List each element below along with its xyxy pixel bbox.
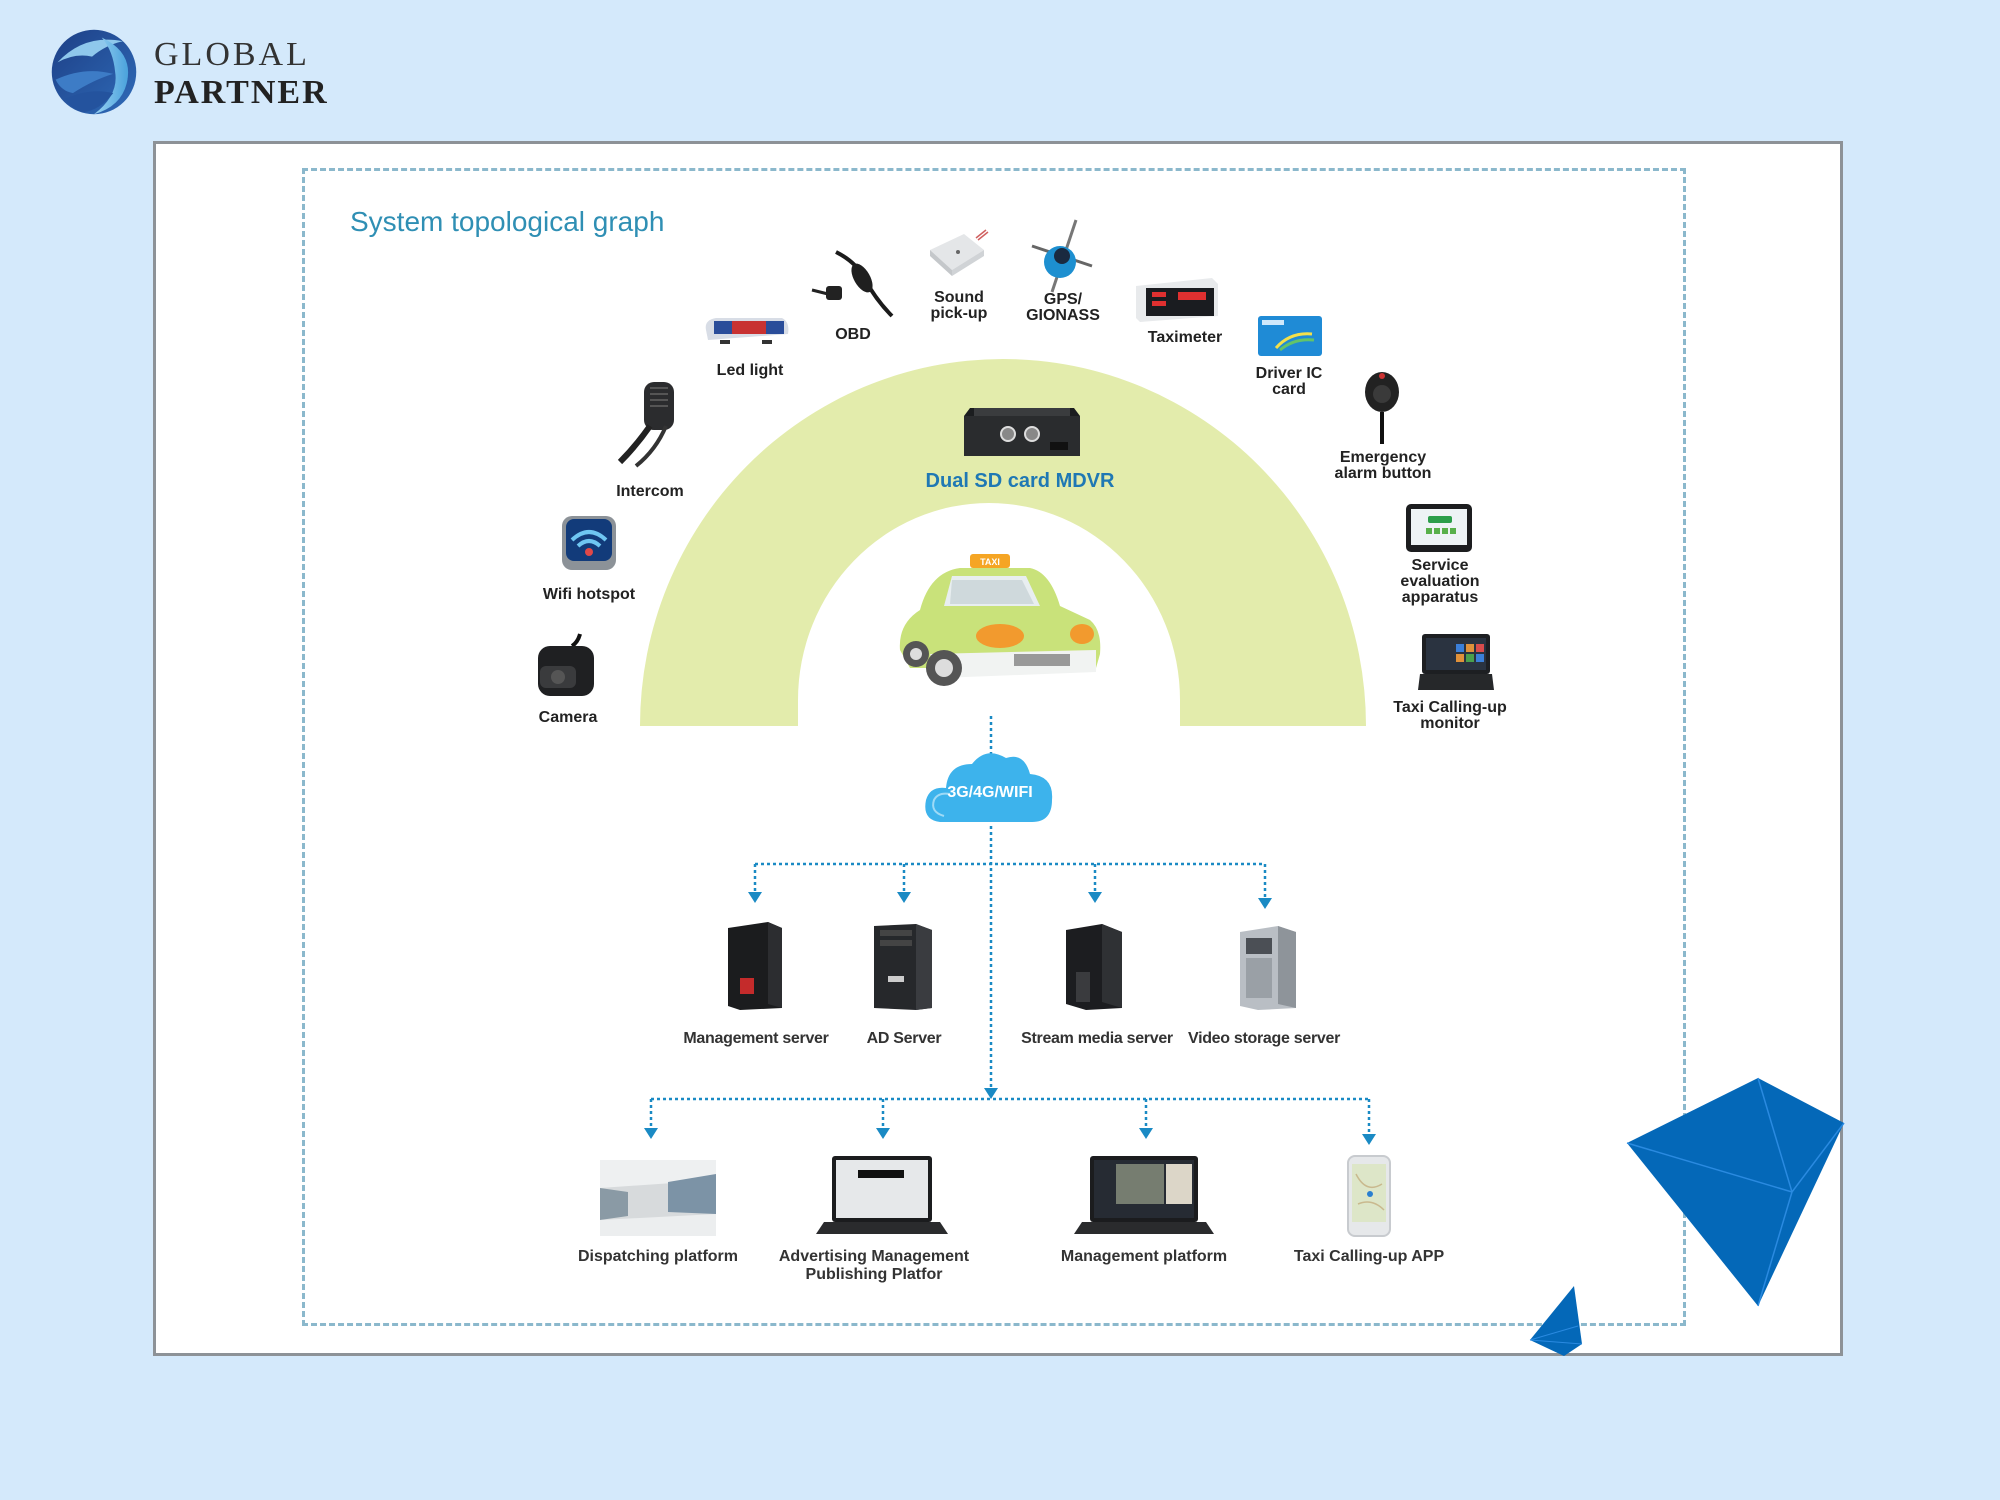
dashed-frame <box>302 168 1686 1326</box>
platform-label: Taxi Calling-up APP <box>1293 1248 1445 1265</box>
platform-label: Dispatching platform <box>577 1248 738 1265</box>
control-room-icon <box>600 1160 716 1236</box>
laptop-icon <box>816 1156 948 1234</box>
server-tower-icon <box>1240 926 1296 1010</box>
ic-card-icon <box>1258 316 1322 356</box>
server-label: Management server <box>683 1030 829 1047</box>
peripheral-label-led: Led light <box>716 362 784 379</box>
tablet-icon <box>1406 504 1472 552</box>
decorative-pyramid-icon <box>1529 1077 1845 1356</box>
server-tower-icon <box>728 922 782 1010</box>
server-label: Video storage server <box>1187 1030 1340 1047</box>
camera-icon <box>538 633 594 696</box>
network-label: 3G/4G/WIFI <box>947 784 1033 801</box>
mdvr-label: Dual SD card MDVR <box>925 470 1115 492</box>
mdvr-box-icon <box>964 408 1080 456</box>
peripheral-label-intercom: Intercom <box>616 483 684 500</box>
server-tower-icon <box>874 924 932 1010</box>
monitor-icon <box>1418 634 1494 690</box>
peripheral-label-obd: OBD <box>835 326 871 343</box>
brand-wordmark: GLOBAL PARTNER <box>154 38 329 110</box>
globe-icon <box>51 29 137 115</box>
taxi-car-icon: TAXI <box>899 554 1101 686</box>
peripheral-label-gps: GPS/GIONASS <box>1026 291 1100 324</box>
cloud-icon <box>925 753 1053 822</box>
peripheral-label-taximeter: Taximeter <box>1147 329 1223 346</box>
slide-panel <box>153 141 1843 1356</box>
server-tower-icon <box>1066 924 1122 1010</box>
gps-antenna-icon <box>1031 219 1093 293</box>
laptop-icon <box>1074 1156 1214 1234</box>
obd-cable-icon <box>811 250 894 318</box>
sound-pickup-icon <box>930 229 989 276</box>
server-label: AD Server <box>866 1030 942 1047</box>
peripheral-label-camera: Camera <box>538 709 598 726</box>
brand-line-2: PARTNER <box>154 74 329 111</box>
alarm-button-icon <box>1365 372 1399 444</box>
platform-label: Management platform <box>1060 1248 1228 1265</box>
microphone-icon <box>617 382 674 468</box>
taxi-sign-text: TAXI <box>980 557 1000 567</box>
diagram-title: System topological graph <box>350 206 665 237</box>
wifi-icon <box>562 516 616 570</box>
peripheral-label-wifi: Wifi hotspot <box>542 586 636 603</box>
led-light-icon <box>705 318 789 344</box>
taximeter-icon <box>1136 278 1218 322</box>
smartphone-icon <box>1347 1155 1391 1237</box>
brand-line-1: GLOBAL <box>154 36 310 73</box>
server-label: Stream media server <box>1021 1030 1173 1047</box>
